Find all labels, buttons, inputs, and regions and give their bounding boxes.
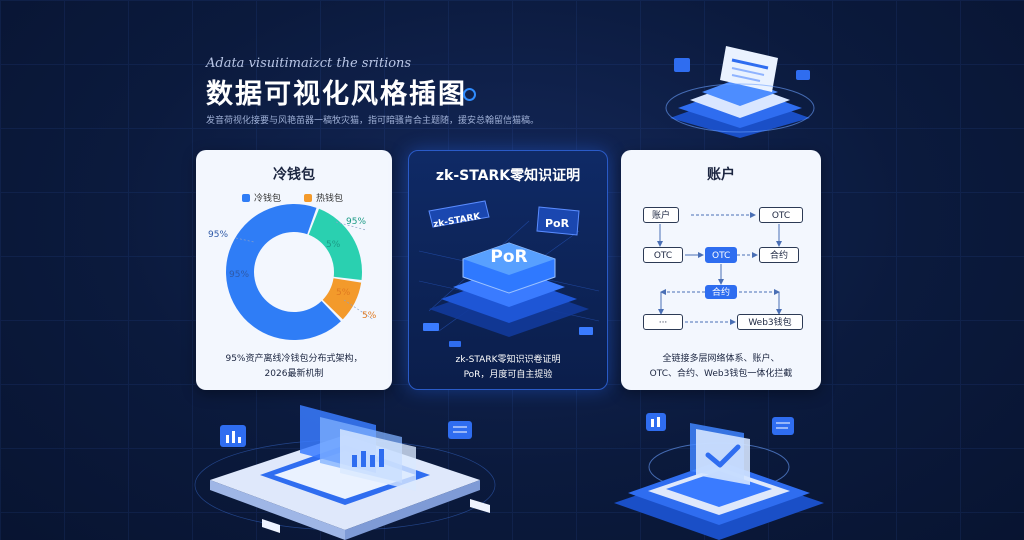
card-footer: 全链接多层网络体系、账户、 OTC、合约、Web3钱包一体化拦截 (621, 352, 821, 382)
legend-swatch (304, 193, 312, 202)
pie-slice-hot (322, 278, 362, 320)
node-dots: ··· (643, 314, 683, 330)
isometric-document-stack-icon (665, 46, 815, 138)
footer-line: OTC、合约、Web3钱包一体化拦截 (649, 369, 793, 379)
zk-stark-card: zk-STARK零知识证明 zk-STARK PoR PoR zk-STARK零… (408, 150, 608, 390)
por-platform-illustration (418, 200, 600, 347)
legend-item-hot: 热钱包 (304, 191, 343, 204)
english-subtitle: Adata visuitimaizct the sritions (206, 56, 412, 71)
footer-line: 全链接多层网络体系、账户、 (662, 354, 780, 364)
title-ring-icon (463, 88, 476, 101)
node-otc-left: OTC (643, 247, 683, 263)
account-card: 账户 账户 OTC OTC OTC 合约 合约 ··· Web3钱包 全链接多层… (621, 150, 821, 390)
pie-slice-cold-teal (308, 208, 362, 280)
cold-wallet-card: 冷钱包 冷钱包 热钱包 95% 95% 95% 5% 5% 5% 95%资产离线… (196, 150, 392, 390)
card-title: zk-STARK零知识证明 (435, 168, 581, 184)
legend-label: 冷钱包 (254, 194, 282, 204)
donut-chart (226, 203, 375, 340)
node-web3-wallet: Web3钱包 (737, 314, 803, 330)
footer-line: zk-STARK零知识识卷证明 (455, 355, 561, 365)
node-otc-top: OTC (759, 207, 803, 223)
card-title: 账户 (707, 167, 735, 183)
leader-line (235, 237, 255, 243)
leader-line (335, 221, 367, 231)
legend-swatch (242, 193, 250, 202)
footer-line: 95%资产离线冷钱包分布式架构， (225, 354, 363, 364)
footer-line: 2026最新机制 (264, 369, 324, 379)
page-title: 数据可视化风格插图 (206, 79, 467, 110)
por-tag: PoR (545, 217, 570, 230)
card-footer: zk-STARK零知识识卷证明 PoR，月度可自主提验 (409, 353, 607, 383)
legend-item-cold: 冷钱包 (242, 191, 281, 204)
isometric-check-shield-icon (614, 413, 824, 540)
card-title: 冷钱包 (273, 167, 315, 183)
legend-label: 热钱包 (316, 194, 344, 204)
node-contract: 合约 (759, 247, 799, 263)
pie-label-orange-outer: 5% (362, 311, 377, 321)
pie-slice-cold (226, 203, 341, 340)
node-otc-center: OTC (705, 247, 737, 263)
node-account: 账户 (643, 207, 679, 223)
pie-label-inner-left: 95% (229, 270, 250, 280)
node-contract-mid: 合约 (705, 285, 737, 299)
por-center-label: PoR (490, 247, 528, 267)
card-footer: 95%资产离线冷钱包分布式架构， 2026最新机制 (196, 352, 392, 382)
pie-label-inner-right: 5% (326, 240, 341, 250)
page-description: 发音荷视化接要与风艳苗器一稿牧灾猫，指可暗骚肯合主题随，援安总翰留信猫稿。 (206, 116, 540, 126)
isometric-dashboard-platform-icon (194, 405, 496, 540)
pie-label-outer-top: 95% (346, 217, 367, 227)
footer-line: PoR，月度可自主提验 (463, 370, 553, 380)
pie-label-outer-left: 95% (208, 230, 229, 240)
pie-label-orange-inner: 5% (336, 288, 351, 298)
account-flow-diagram (657, 212, 782, 325)
